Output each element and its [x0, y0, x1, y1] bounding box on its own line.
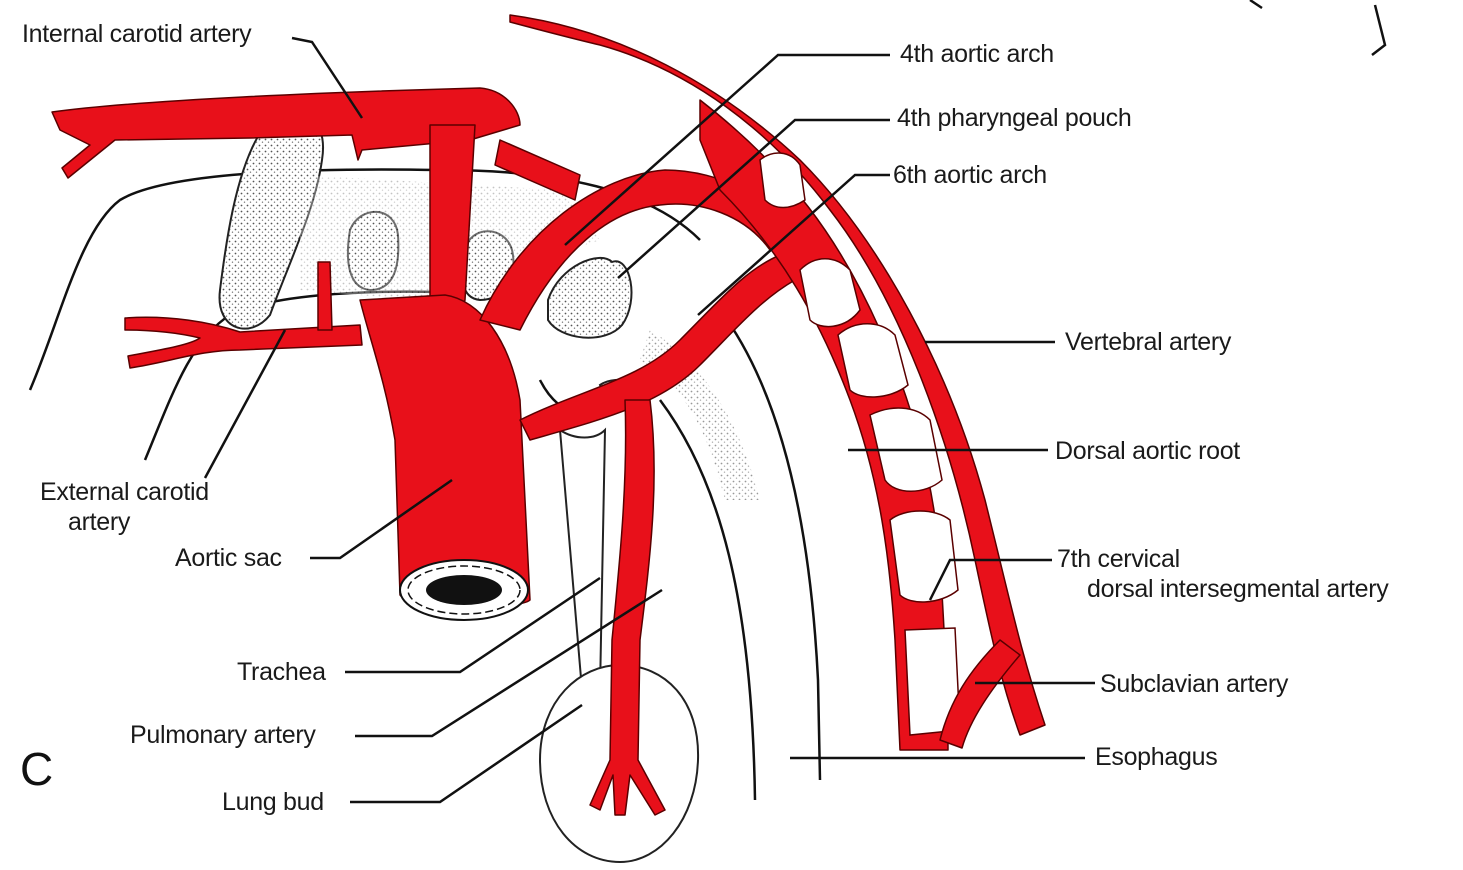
label-pulmonary-artery: Pulmonary artery — [130, 721, 316, 749]
label-dorsal-aortic-root: Dorsal aortic root — [1055, 437, 1240, 465]
label-seventh-cervical-line2: dorsal intersegmental artery — [1087, 575, 1389, 603]
aortic-sac-vessel — [360, 295, 530, 607]
panel-letter: C — [20, 743, 53, 795]
fourth-pharyngeal-pouch-shape — [548, 258, 631, 338]
label-trachea: Trachea — [237, 658, 326, 686]
label-vertebral-artery: Vertebral artery — [1065, 328, 1232, 356]
label-fourth-aortic-arch: 4th aortic arch — [900, 40, 1054, 68]
label-aortic-sac: Aortic sac — [175, 544, 282, 572]
label-seventh-cervical-line1: 7th cervical — [1057, 545, 1180, 573]
label-subclavian-artery: Subclavian artery — [1100, 670, 1289, 698]
label-internal-carotid-artery: Internal carotid artery — [22, 20, 252, 48]
label-external-carotid-line1: External carotid — [40, 478, 209, 506]
label-fourth-pharyngeal-pouch: 4th pharyngeal pouch — [897, 104, 1131, 132]
trachea-shape — [560, 430, 605, 698]
label-esophagus: Esophagus — [1095, 743, 1217, 771]
label-sixth-aortic-arch: 6th aortic arch — [893, 161, 1047, 189]
label-lung-bud: Lung bud — [222, 788, 324, 816]
arterial-system — [52, 15, 1045, 815]
label-external-carotid-line2: artery — [68, 508, 131, 536]
aortic-sac-opening — [400, 560, 528, 620]
